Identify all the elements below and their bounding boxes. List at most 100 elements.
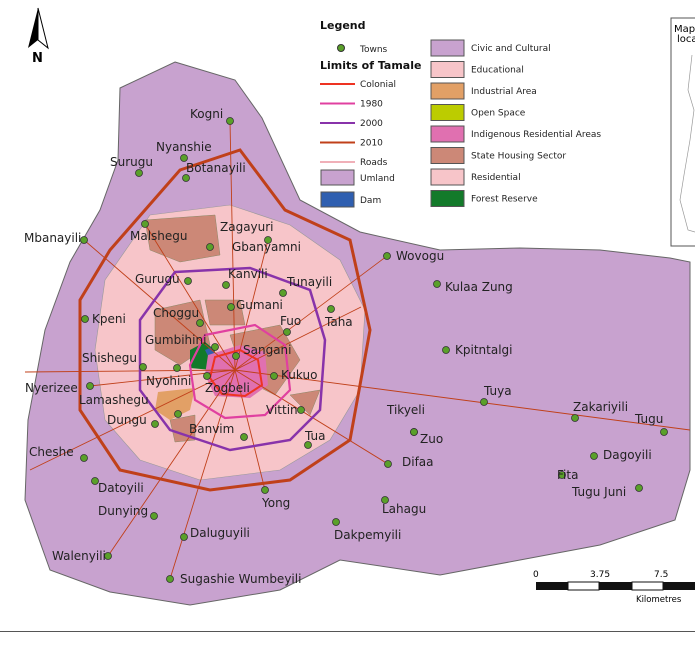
- town-label: Dakpemyili: [334, 528, 401, 542]
- town-label: Gurugu: [135, 272, 180, 286]
- legend-area-label: Forest Reserve: [471, 195, 538, 205]
- scale-tick-2: 7.5: [654, 570, 668, 580]
- town-label: Wovogu: [396, 249, 444, 263]
- limit-1980: [188, 323, 292, 420]
- town-marker-icon: [571, 414, 579, 422]
- town-marker-icon: [91, 477, 99, 485]
- legend-line-label: 1980: [360, 100, 383, 110]
- town-marker-icon: [139, 363, 147, 371]
- legend-line-label: Roads: [360, 158, 388, 168]
- inset-title-1: Map: [674, 24, 695, 35]
- industrial-area: [155, 388, 195, 420]
- town-marker-icon: [180, 154, 188, 162]
- town-marker-icon: [226, 117, 234, 125]
- town-marker-icon: [442, 346, 450, 354]
- town-marker-icon: [279, 289, 287, 297]
- town-label: Dunying: [98, 504, 148, 518]
- legend-towns: Towns: [359, 45, 388, 55]
- town-label: Walenyili: [52, 549, 106, 563]
- town-label: Kpeni: [92, 312, 126, 326]
- town-label: Botanayili: [186, 161, 246, 175]
- town-label: Fita: [557, 468, 578, 482]
- town-label: Tugu Juni: [571, 485, 626, 499]
- town-marker-icon: [173, 364, 181, 372]
- town-marker-icon: [332, 518, 340, 526]
- legend-line-label: Colonial: [360, 80, 396, 90]
- town-label: Banvim: [189, 422, 234, 436]
- legend-area-swatch: [430, 125, 465, 143]
- legend-area-swatch: [320, 191, 355, 208]
- scale-tick-0: 0: [533, 570, 539, 580]
- town-marker-icon: [660, 428, 668, 436]
- legend-area-swatch: [320, 169, 355, 186]
- town-label: Zuo: [420, 432, 443, 446]
- town-marker-icon: [270, 372, 278, 380]
- legend-area-swatch: [430, 82, 465, 100]
- town-label: Surugu: [110, 155, 153, 169]
- town-label: Kpitntalgi: [455, 343, 512, 357]
- town-label: Tikyeli: [386, 403, 425, 417]
- legend-area-label: State Housing Sector: [471, 152, 566, 162]
- town-marker-icon: [174, 410, 182, 418]
- legend-limits-title: Limits of Tamale: [320, 59, 421, 72]
- town-marker-icon: [283, 328, 291, 336]
- town-label: Lahagu: [382, 502, 426, 516]
- town-marker-icon: [480, 398, 488, 406]
- town-marker-icon: [141, 220, 149, 228]
- legend-area-label: Industrial Area: [471, 87, 537, 97]
- town-label: Kulaa Zung: [445, 280, 513, 294]
- map-frame: [0, 631, 695, 632]
- town-marker-icon: [384, 460, 392, 468]
- town-label: Difaa: [402, 455, 434, 469]
- legend-area-label: Dam: [360, 196, 381, 206]
- town-label: Kogni: [190, 107, 223, 121]
- town-label: Gumbihini: [145, 333, 206, 347]
- scale-unit: Kilometres: [636, 595, 682, 605]
- town-marker-icon: [151, 420, 159, 428]
- town-label: Gumani: [236, 298, 283, 312]
- town-label: Zogbeli: [205, 381, 250, 395]
- town-marker-icon: [558, 471, 566, 479]
- legend-area-label: Umland: [360, 174, 395, 184]
- town-marker-icon: [410, 428, 418, 436]
- legend-line-label: 2010: [360, 139, 383, 149]
- legend-area-swatch: [430, 61, 465, 78]
- legend-area-swatch: [430, 168, 465, 186]
- town-label: Choggu: [153, 306, 199, 320]
- town-marker-icon: [227, 303, 235, 311]
- town-marker-icon: [297, 406, 305, 414]
- town-label: Nyohini: [146, 374, 191, 388]
- town-marker-icon: [150, 512, 158, 520]
- legend-area-swatch: [430, 104, 465, 121]
- town-marker-icon: [196, 319, 204, 327]
- town-marker-icon: [590, 452, 598, 460]
- town-label: Sangani: [243, 343, 292, 357]
- town-marker-icon: [203, 372, 211, 380]
- town-label: Zagayuri: [220, 220, 274, 234]
- town-marker-icon: [80, 454, 88, 462]
- town-marker-icon: [211, 343, 219, 351]
- town-label: Vittin: [266, 403, 298, 417]
- town-label: Yong: [261, 496, 290, 510]
- town-marker-icon: [327, 305, 335, 313]
- town-marker-icon: [433, 280, 441, 288]
- town-label: Tunayili: [286, 275, 332, 289]
- legend-area-swatch: [430, 39, 465, 57]
- scale-bar: 0 3.75 7.5 Kilometres: [533, 570, 695, 605]
- legend-area-swatch: [430, 190, 465, 207]
- town-label: Dungu: [107, 413, 147, 427]
- inset-map: Map loca: [670, 17, 695, 247]
- town-marker-icon: [261, 486, 269, 494]
- town-marker-icon: [180, 533, 188, 541]
- legend: Legend Towns Limits of Tamale Colonial19…: [320, 19, 601, 208]
- town-marker-icon: [104, 552, 112, 560]
- town-marker-icon: [381, 496, 389, 504]
- town-label: Tugu: [634, 412, 663, 426]
- town-marker-icon: [232, 352, 240, 360]
- town-marker-icon: [184, 277, 192, 285]
- town-marker-icon: [383, 252, 391, 260]
- town-label: Zakariyili: [573, 400, 628, 414]
- town-label: Datoyili: [98, 481, 144, 495]
- town-label: Nyerizee: [25, 381, 78, 395]
